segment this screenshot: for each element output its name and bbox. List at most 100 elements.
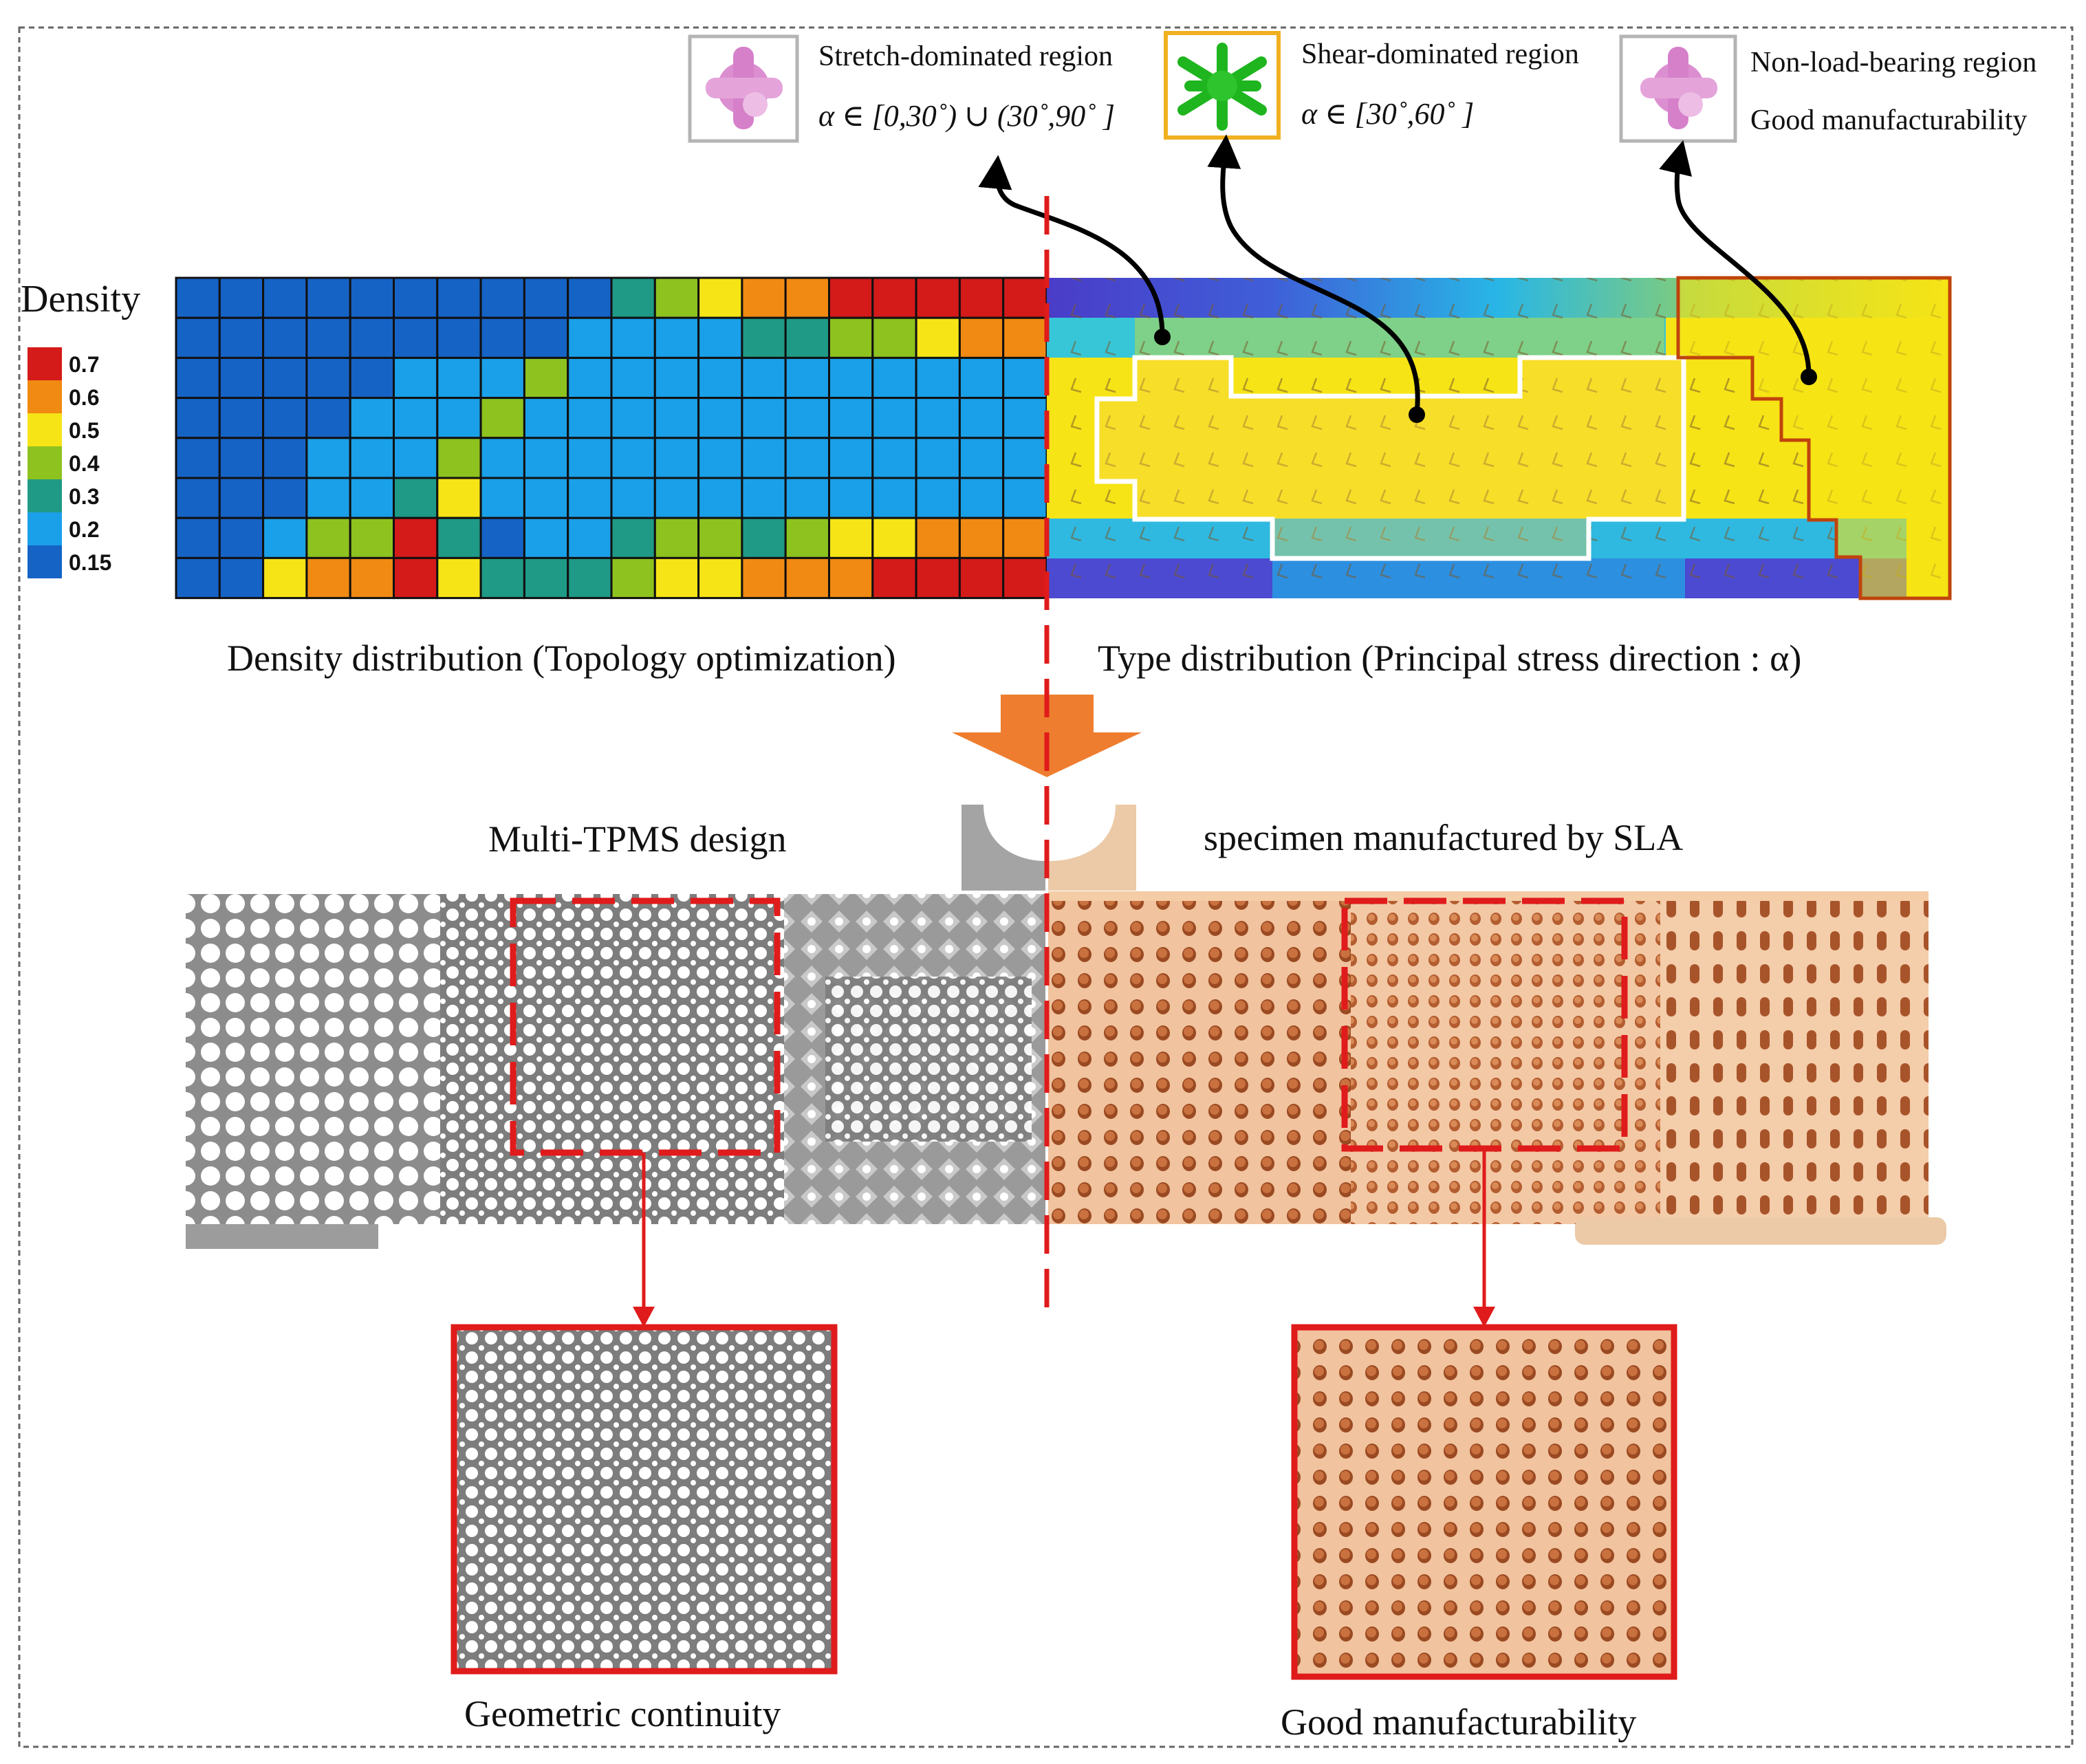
legend-label: 0.5 <box>69 418 99 443</box>
shear-title: Shear-dominated region <box>1301 39 1579 70</box>
density-cell <box>958 397 1005 439</box>
gray-base-plate <box>186 1224 378 1249</box>
density-cell <box>697 397 743 439</box>
density-cell <box>915 276 961 319</box>
pink-tpms-unit-cell-icon <box>706 47 783 129</box>
density-cell <box>393 477 439 519</box>
density-cell <box>436 316 482 359</box>
density-cell <box>784 397 830 439</box>
density-cell <box>523 516 569 559</box>
density-cell <box>479 356 525 400</box>
density-cell <box>915 477 961 519</box>
density-cell <box>871 397 917 439</box>
density-cell <box>523 356 569 400</box>
lattice-peach-zone-1 <box>1048 894 1351 1224</box>
density-cell <box>828 556 874 600</box>
zoom-panel-left <box>450 1324 838 1675</box>
density-cell <box>784 477 830 519</box>
region-shear: Shear-dominated region α ∈ [30˚,60˚ ] <box>1164 31 1579 140</box>
density-cell <box>958 276 1005 319</box>
density-legend: Density 0.70.60.50.40.30.20.15 <box>21 278 140 578</box>
density-cell <box>436 556 482 600</box>
density-cell <box>741 477 787 519</box>
density-cell <box>784 437 830 479</box>
density-cell <box>741 516 787 559</box>
density-cell <box>436 276 482 319</box>
zoom-left-frame <box>450 1324 838 1675</box>
density-cell <box>479 276 525 319</box>
density-cell <box>305 397 351 439</box>
arrow-stretch-dot <box>1154 329 1171 345</box>
density-cell <box>784 356 830 400</box>
density-cell <box>349 316 395 359</box>
density-cell <box>697 556 743 600</box>
density-cell <box>523 477 569 519</box>
density-cell <box>1002 516 1048 559</box>
density-cell <box>828 516 874 559</box>
peach-top-edge <box>1048 891 1929 901</box>
density-cell <box>175 397 221 439</box>
density-cell <box>262 437 308 479</box>
arrow-shear-dot <box>1409 406 1425 423</box>
legend-label: 0.2 <box>69 517 99 542</box>
density-cell <box>915 516 961 559</box>
density-cell <box>915 316 961 359</box>
nonload-subtitle: Good manufacturability <box>1750 105 2027 136</box>
density-cell <box>958 556 1005 600</box>
density-cell <box>828 397 874 439</box>
region-stretch: Stretch-dominated region α ∈ [0,30˚) ∪ (… <box>688 34 1115 143</box>
density-cell <box>479 477 525 519</box>
density-cell <box>218 516 265 559</box>
density-cell <box>828 437 874 479</box>
density-cell <box>523 556 569 600</box>
annotation-arrows <box>978 134 1817 423</box>
density-cell <box>218 477 265 519</box>
legend-swatch <box>28 545 62 578</box>
density-cell <box>175 477 221 519</box>
density-cell <box>262 316 308 359</box>
density-cell <box>349 276 395 319</box>
density-cell <box>697 477 743 519</box>
density-cell <box>610 437 656 479</box>
density-cell <box>523 276 569 319</box>
density-cell <box>784 556 830 600</box>
density-cell <box>1002 356 1048 400</box>
density-cell <box>305 316 351 359</box>
density-cell <box>349 477 395 519</box>
legend-swatch <box>28 479 62 512</box>
density-cell <box>653 556 700 600</box>
lattice-peach-zone-2 <box>1351 894 1660 1224</box>
density-cell <box>523 316 569 359</box>
density-cell <box>305 477 351 519</box>
density-cell <box>218 316 265 359</box>
arrow-shear <box>1207 134 1420 413</box>
density-cell <box>958 316 1005 359</box>
legend-swatch <box>28 512 62 545</box>
density-cell <box>175 356 221 400</box>
density-cell <box>741 397 787 439</box>
multi-tpms-lattice <box>186 894 1045 1249</box>
shear-range: α ∈ [30˚,60˚ ] <box>1301 97 1474 131</box>
density-cell <box>653 516 700 559</box>
specimen-caption: specimen manufactured by SLA <box>1204 817 1683 858</box>
density-cell <box>349 556 395 600</box>
density-cell <box>479 556 525 600</box>
density-cell <box>305 356 351 400</box>
density-cell <box>567 556 613 600</box>
density-cell <box>741 356 787 400</box>
density-cell <box>741 556 787 600</box>
density-cell <box>653 477 700 519</box>
density-cell <box>1002 477 1048 519</box>
density-cell <box>393 276 439 319</box>
density-cell <box>871 437 917 479</box>
lattice-gray-zone-2 <box>440 894 784 1224</box>
density-cell <box>741 276 787 319</box>
green-strut-unit-cell-icon <box>1177 43 1267 131</box>
sla-specimen-lattice <box>1048 891 1946 1245</box>
density-cell <box>393 397 439 439</box>
density-cell <box>653 397 700 439</box>
density-cell <box>262 516 308 559</box>
density-cell <box>741 437 787 479</box>
density-cell <box>218 397 265 439</box>
